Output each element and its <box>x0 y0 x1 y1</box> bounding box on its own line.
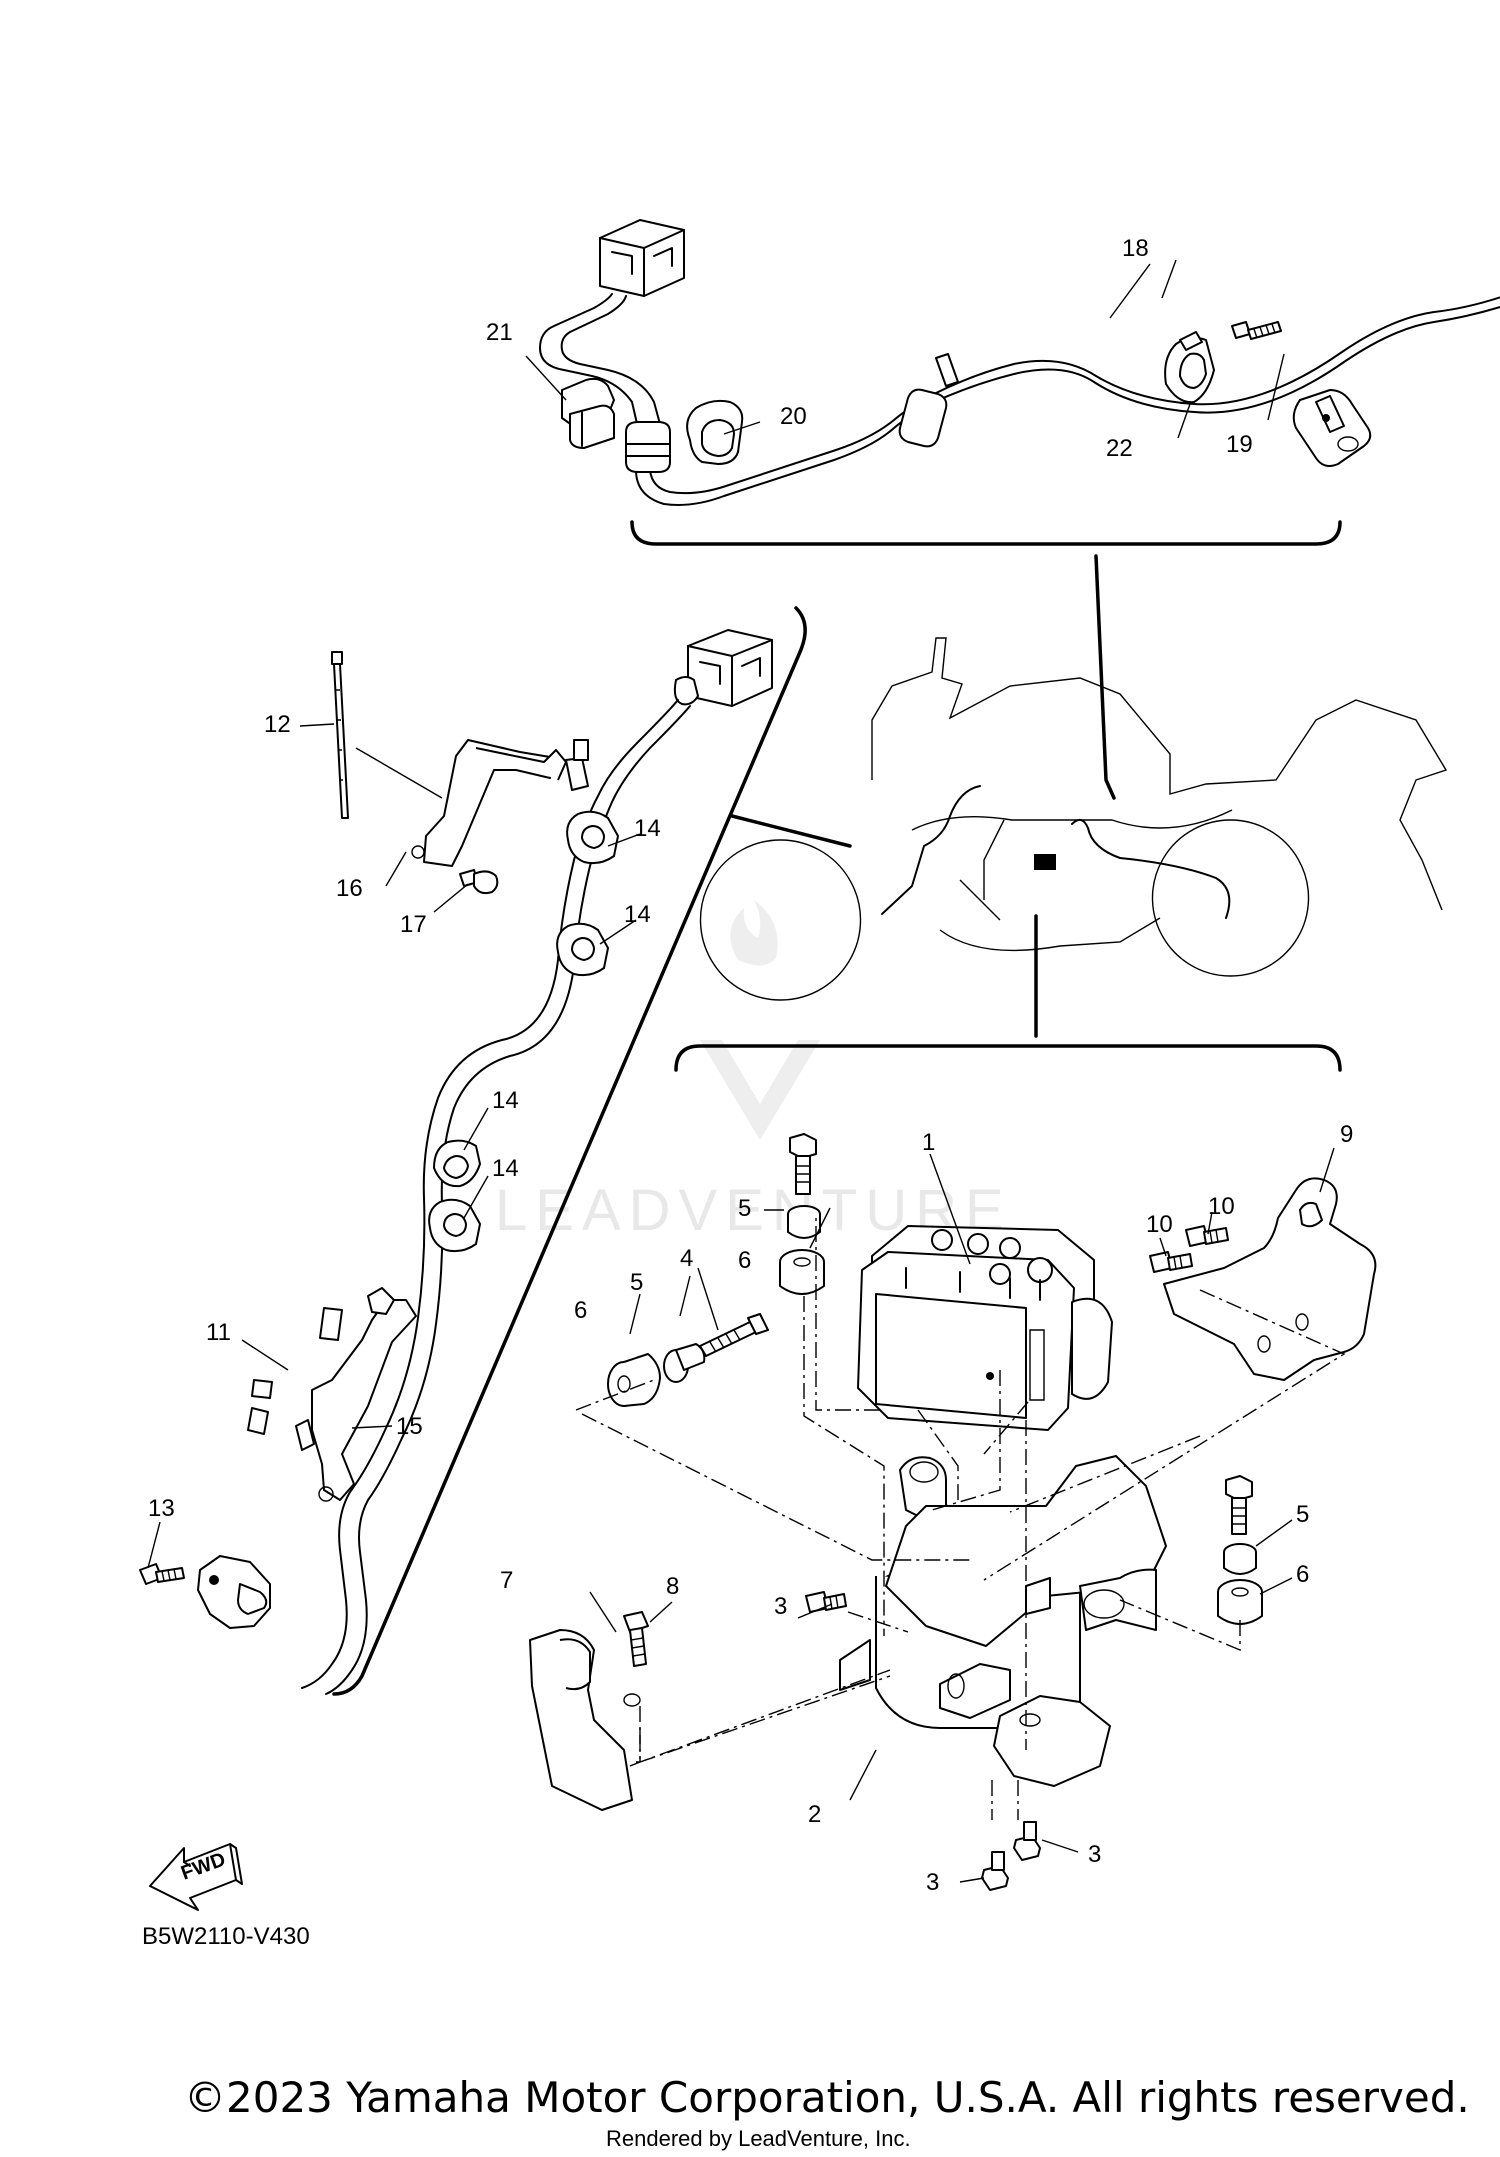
callout-11: 11 <box>206 1319 231 1346</box>
callout-20: 20 <box>780 403 807 430</box>
bolt-8 <box>623 1611 649 1667</box>
callout-labels: 1 2 3 3 3 4 5 5 5 6 6 6 7 8 9 10 10 11 1… <box>148 235 1353 1896</box>
callout-6-a: 6 <box>738 1247 751 1274</box>
callout-1: 1 <box>922 1129 935 1156</box>
callout-14-c: 14 <box>492 1087 519 1114</box>
bolt-3-a <box>805 1591 847 1613</box>
clamp-22 <box>1164 331 1215 404</box>
collar-5-c <box>1223 1543 1257 1575</box>
bolt-10-b <box>1185 1225 1229 1247</box>
abs-bracket-2 <box>839 1455 1167 1787</box>
abs-unit-group <box>529 1133 1377 1891</box>
diagram-code: B5W2110-V430 <box>142 1923 310 1950</box>
copyright-notice: ©2023 Yamaha Motor Corporation, U.S.A. A… <box>184 2073 1470 2122</box>
rendered-by-text: Rendered by LeadVenture, Inc. <box>606 2126 911 2151</box>
bolt-10-a <box>1149 1251 1193 1273</box>
cable-tie-12 <box>331 651 349 819</box>
collar-5-b <box>663 1343 706 1383</box>
callout-3-c: 3 <box>926 1869 939 1896</box>
abs-hydraulic-unit <box>857 1225 1113 1431</box>
callout-15: 15 <box>396 1413 423 1440</box>
callout-5-c: 5 <box>1296 1501 1309 1528</box>
front-wheel-sensor <box>197 1555 271 1629</box>
callout-3-b: 3 <box>1088 1841 1101 1868</box>
motorcycle-locator <box>674 554 1448 1072</box>
bolt-3-c <box>981 1851 1009 1891</box>
callout-3-a: 3 <box>774 1593 787 1620</box>
rear-sensor-lead-group <box>525 219 1500 546</box>
bracket-9 <box>1163 1177 1377 1381</box>
callout-22: 22 <box>1106 435 1133 462</box>
callout-6-b: 6 <box>574 1297 587 1324</box>
callout-14-b: 14 <box>624 901 651 928</box>
bolt-3-b <box>1013 1821 1041 1861</box>
callout-13: 13 <box>148 1495 175 1522</box>
collar-5-a <box>787 1205 821 1239</box>
grommet-6-a <box>779 1249 825 1295</box>
callout-5-a: 5 <box>738 1195 751 1222</box>
callout-2: 2 <box>808 1801 821 1828</box>
clamp-14-d <box>428 1198 481 1253</box>
bolt-right <box>1225 1475 1253 1535</box>
callout-9: 9 <box>1340 1121 1353 1148</box>
grommet-6-c <box>1217 1579 1263 1625</box>
bolt-17 <box>459 869 499 895</box>
callout-14-d: 14 <box>492 1155 519 1182</box>
callout-8: 8 <box>666 1573 679 1600</box>
fwd-arrow-icon: FWD <box>149 1843 243 1911</box>
callout-7: 7 <box>500 1567 513 1594</box>
front-lead-connector <box>673 629 773 707</box>
clamp-14-c <box>433 1139 481 1188</box>
callout-16: 16 <box>336 875 363 902</box>
bracket-16 <box>411 739 567 867</box>
rear-lead-connector <box>599 219 685 297</box>
callout-10-b: 10 <box>1208 1193 1235 1220</box>
bolt-top <box>789 1133 817 1195</box>
callout-10-a: 10 <box>1146 1211 1173 1238</box>
callout-12: 12 <box>264 711 291 738</box>
callout-17: 17 <box>400 911 427 938</box>
bracket-7 <box>529 1629 641 1811</box>
bolt-19 <box>1231 321 1282 340</box>
clamp-14-b <box>556 922 609 977</box>
callout-6-c: 6 <box>1296 1561 1309 1588</box>
callout-21: 21 <box>486 319 513 346</box>
callout-14-a: 14 <box>634 815 661 842</box>
front-sensor-lead-group <box>139 606 807 1696</box>
clamp-20 <box>686 399 744 465</box>
callout-18: 18 <box>1122 235 1149 262</box>
callout-5-b: 5 <box>630 1269 643 1296</box>
callout-4: 4 <box>680 1245 693 1272</box>
bolt-4 <box>699 1313 769 1357</box>
clamp-21 <box>561 377 615 449</box>
bolt-13 <box>139 1563 185 1585</box>
callout-19: 19 <box>1226 431 1253 458</box>
rear-wheel-sensor <box>1292 389 1372 467</box>
bracket-15 <box>295 1287 417 1502</box>
clamp-14-a <box>566 810 619 865</box>
